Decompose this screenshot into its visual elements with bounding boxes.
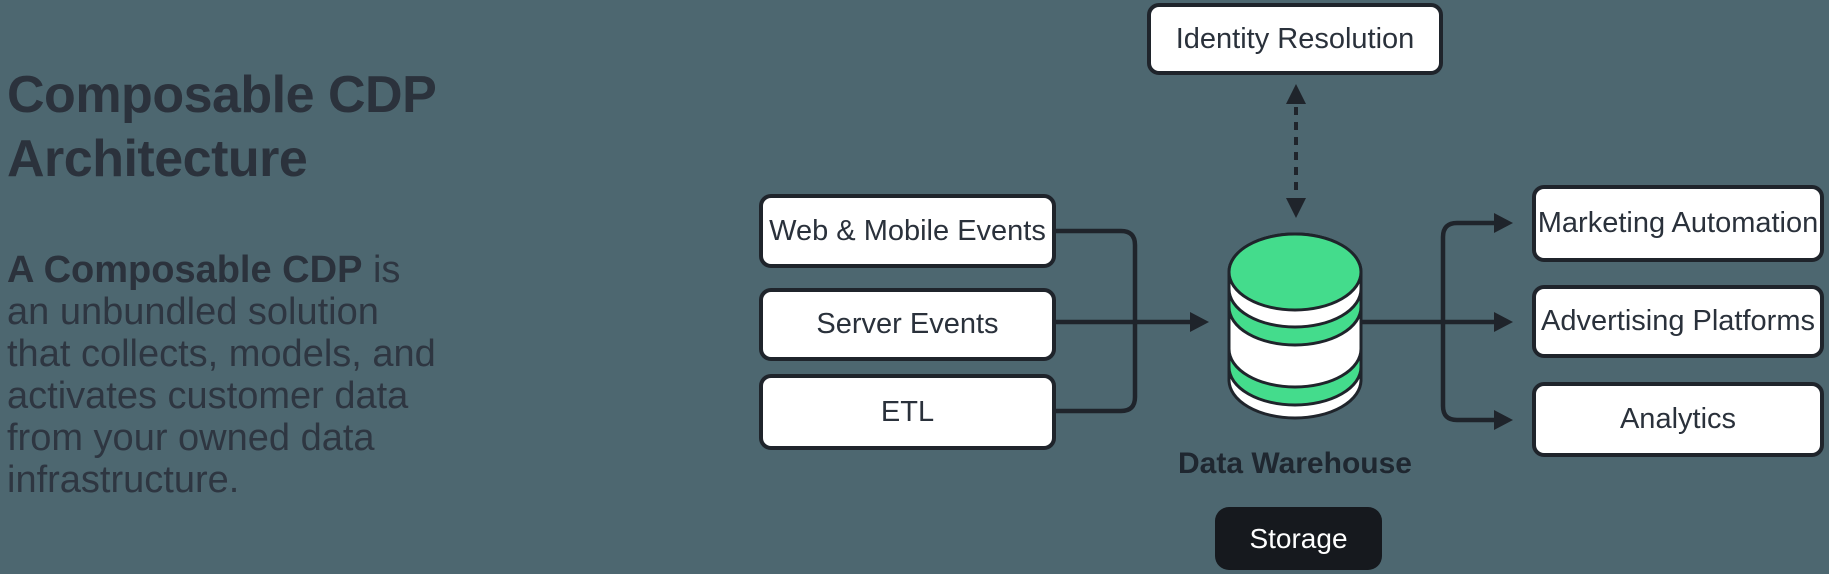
storage-badge: Storage	[1215, 507, 1382, 570]
node-server-events: Server Events	[759, 288, 1056, 361]
db-body	[1227, 232, 1363, 420]
arrowhead-down-icon	[1286, 198, 1306, 218]
description-bold-lead: A Composable CDP	[7, 249, 363, 291]
connector-sources-merge	[1056, 228, 1138, 414]
node-analytics: Analytics	[1532, 382, 1824, 457]
arrowhead-into-advertising	[1494, 312, 1513, 332]
db-band-lower	[1227, 348, 1363, 407]
db-top-disc	[1227, 232, 1363, 312]
arrowhead-into-warehouse	[1190, 312, 1209, 332]
connector-warehouse-to-marketing	[1440, 220, 1496, 322]
arrowhead-into-analytics	[1494, 410, 1513, 430]
node-identity-resolution: Identity Resolution	[1147, 3, 1443, 75]
node-web-mobile-events: Web & Mobile Events	[759, 194, 1056, 268]
arrowhead-up-icon	[1286, 84, 1306, 104]
db-band-upper	[1227, 288, 1363, 347]
title-line-1: Composable CDP	[7, 66, 437, 124]
description-rest: is an unbundled solution that collects, …	[7, 249, 436, 501]
title-line-2: Architecture	[7, 130, 308, 188]
node-etl: ETL	[759, 374, 1056, 450]
connector-warehouse-to-analytics	[1440, 322, 1496, 423]
node-advertising-platforms: Advertising Platforms	[1532, 285, 1824, 358]
page-title: Composable CDP Architecture	[7, 63, 437, 191]
data-warehouse-label: Data Warehouse	[1178, 447, 1412, 480]
page-description: A Composable CDP is an unbundled solutio…	[7, 249, 445, 501]
arrowhead-into-marketing	[1494, 213, 1513, 233]
node-marketing-automation: Marketing Automation	[1532, 185, 1824, 262]
database-cylinder-icon	[1227, 232, 1363, 420]
